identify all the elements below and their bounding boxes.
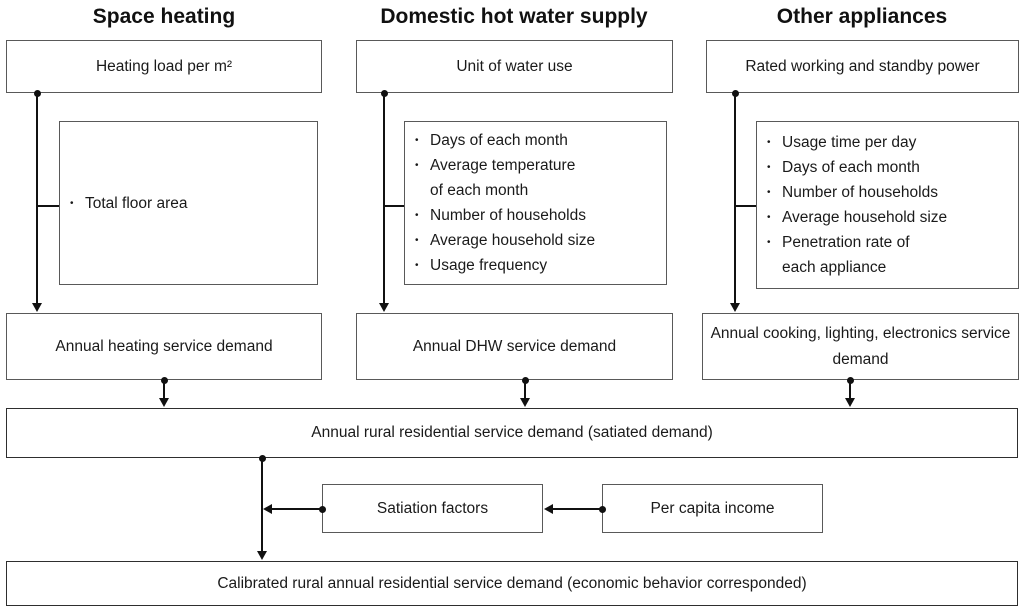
list-item: • Usage frequency (415, 253, 660, 278)
bullet-icon: • (767, 137, 771, 148)
list-item-label: Average temperature of each month (430, 157, 576, 199)
annual-cooking-demand-box: Annual cooking, lighting, electronics se… (702, 313, 1019, 380)
arrowhead-down-cooking (845, 398, 855, 407)
bullet-icon: • (415, 135, 419, 146)
list-item-label: Days of each month (430, 132, 568, 149)
list-item-label: Number of households (430, 207, 586, 224)
list-item: • Days of each month (415, 128, 660, 153)
list-item: • Number of households (415, 203, 660, 228)
unit-of-water-use-box: Unit of water use (356, 40, 673, 93)
arrowhead-down-col3 (730, 303, 740, 312)
annual-heating-demand-box: Annual heating service demand (6, 313, 322, 380)
connector-col3-branch (735, 205, 756, 207)
annual-dhw-demand-box: Annual DHW service demand (356, 313, 673, 380)
rated-power-box: Rated working and standby power (706, 40, 1019, 93)
heating-load-box: Heating load per m² (6, 40, 322, 93)
column-title-space-heating: Space heating (92, 5, 236, 28)
space-heating-factors-box: • Total floor area (59, 121, 318, 285)
arrowhead-down-col2 (379, 303, 389, 312)
arrowhead-down-calibrated (257, 551, 267, 560)
list-item-label: Average household size (430, 232, 596, 249)
bullet-icon: • (767, 162, 771, 173)
bullet-icon: • (415, 235, 419, 246)
appliance-factors-box: • Usage time per day • Days of each mont… (756, 121, 1019, 289)
arrowhead-down-heating (159, 398, 169, 407)
list-item-label: Average household size (782, 209, 948, 226)
list-item: • Total floor area (70, 191, 311, 216)
column-title-other-appliances: Other appliances (776, 5, 948, 28)
connector-col1-branch (37, 205, 59, 207)
bullet-icon: • (415, 210, 419, 221)
list-item-label: Number of households (782, 184, 938, 201)
list-item-label: Days of each month (782, 159, 920, 176)
connector-aggregate-to-calibrated (261, 458, 263, 552)
connector-income-to-satiation (553, 508, 602, 510)
list-item: • Usage time per day (767, 130, 1012, 155)
connector-satiation-to-line (272, 508, 322, 510)
list-item: • Average household size (767, 205, 1012, 230)
calibrated-demand-box: Calibrated rural annual residential serv… (6, 561, 1018, 606)
list-item: • Penetration rate of each appliance (767, 230, 1012, 280)
list-item: • Average temperature of each month (415, 153, 660, 203)
junction-dot-income (598, 505, 606, 513)
list-item: • Days of each month (767, 155, 1012, 180)
list-item-label: Usage frequency (430, 257, 548, 274)
list-item-label: Total floor area (85, 194, 188, 212)
dhw-factors-box: • Days of each month • Average temperatu… (404, 121, 667, 285)
list-item-label: Penetration rate of each appliance (782, 234, 910, 276)
satiation-factors-box: Satiation factors (322, 484, 543, 533)
connector-cooking-to-aggregate (849, 380, 851, 399)
bullet-icon: • (415, 260, 419, 271)
arrowhead-down-col1 (32, 303, 42, 312)
connector-col1-vertical (36, 93, 38, 304)
list-item: • Average household size (415, 228, 660, 253)
connector-heating-to-aggregate (163, 380, 165, 399)
bullet-icon: • (767, 187, 771, 198)
arrowhead-down-dhw (520, 398, 530, 407)
aggregate-demand-box: Annual rural residential service demand … (6, 408, 1018, 458)
list-item-label: Usage time per day (782, 134, 917, 151)
connector-col2-branch (384, 205, 404, 207)
connector-col3-vertical (734, 93, 736, 304)
junction-dot-satiation (318, 505, 326, 513)
arrowhead-left-income (544, 504, 553, 514)
connector-dhw-to-aggregate (524, 380, 526, 399)
arrowhead-left-satiation (263, 504, 272, 514)
bullet-icon: • (767, 212, 771, 223)
bullet-icon: • (415, 160, 419, 171)
list-item: • Number of households (767, 180, 1012, 205)
per-capita-income-box: Per capita income (602, 484, 823, 533)
connector-col2-vertical (383, 93, 385, 304)
bullet-icon: • (767, 237, 771, 248)
bullet-icon: • (70, 197, 74, 209)
column-title-domestic-hot-water: Domestic hot water supply (380, 5, 648, 28)
